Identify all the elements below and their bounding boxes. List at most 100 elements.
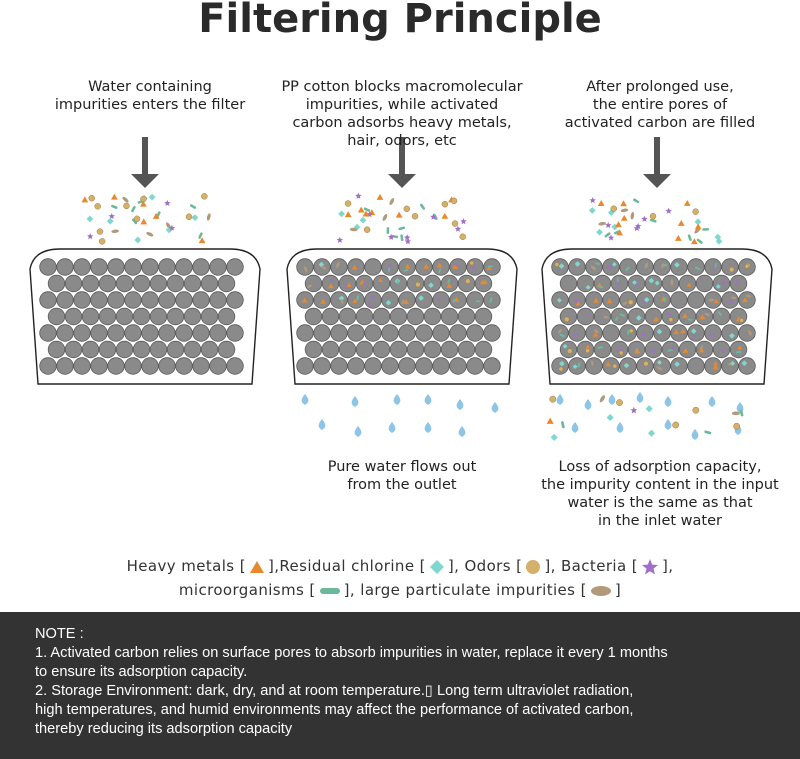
note-line-4: high temperatures, and humid environment… xyxy=(35,702,634,718)
bacteria-particle xyxy=(650,348,656,354)
carbon-granule xyxy=(636,324,654,342)
microorganism-particle xyxy=(595,262,601,265)
carbon-granule xyxy=(457,307,476,326)
carbon-granule xyxy=(372,307,391,326)
carbon-granule xyxy=(56,324,74,342)
carbon-granule xyxy=(585,357,603,375)
carbon-granule xyxy=(132,274,151,293)
carbon-granule xyxy=(389,340,408,359)
page-title: Filtering Principle xyxy=(198,0,602,42)
chlorine-particle xyxy=(632,280,637,285)
carbon-granule xyxy=(593,340,612,359)
carbon-granule xyxy=(678,274,697,293)
carbon-granule xyxy=(73,324,91,342)
odor-particle xyxy=(733,422,741,430)
heavy-metal-particle xyxy=(605,361,611,367)
carbon-granule xyxy=(568,324,586,342)
legend-bacteria-end: ], xyxy=(661,557,674,575)
odor-particle xyxy=(415,281,421,288)
carbon-granule xyxy=(217,307,236,326)
carbon-granule xyxy=(576,340,595,359)
heavy-metal-particle xyxy=(699,314,706,320)
heavy-metal-particle xyxy=(597,200,605,206)
particulate-particle xyxy=(590,360,594,366)
carbon-granule xyxy=(551,357,569,375)
chlorine-particle xyxy=(106,217,114,225)
carbon-granule xyxy=(466,324,484,342)
chlorine-particle xyxy=(338,295,345,302)
particulate-particle xyxy=(634,348,639,355)
carbon-granule xyxy=(175,258,193,276)
carbon-granule xyxy=(313,291,331,309)
heavy-metal-particle xyxy=(616,229,623,236)
carbon-granule xyxy=(73,291,91,309)
microorganism-particle xyxy=(633,198,640,204)
carbon-granule xyxy=(183,274,202,293)
odor-particle xyxy=(618,350,624,356)
carbon-granule xyxy=(721,324,739,342)
chlorine-particle xyxy=(729,333,735,339)
carbon-granule xyxy=(687,357,705,375)
carbon-granule xyxy=(355,340,374,359)
particulate-particle xyxy=(146,231,154,237)
odor-particle xyxy=(94,203,101,210)
chlorine-particle xyxy=(428,282,434,288)
bacteria-particle xyxy=(404,234,411,241)
carbon-granule xyxy=(704,357,722,375)
heavy-metal-particle xyxy=(635,349,641,354)
odor-particle xyxy=(549,395,557,403)
carbon-granule xyxy=(175,291,193,309)
legend-bacteria: ], Bacteria [ xyxy=(544,557,638,575)
odor-particle xyxy=(344,200,352,207)
carbon-granule xyxy=(115,274,134,293)
carbon-granule xyxy=(304,307,323,326)
particulate-particle xyxy=(708,298,715,302)
panel-3-top-caption: After prolonged use, the entire pores of… xyxy=(564,79,756,131)
carbon-granule xyxy=(415,357,433,375)
carbon-granule xyxy=(107,357,125,375)
microorganism-particle xyxy=(561,421,565,429)
carbon-granule xyxy=(132,307,151,326)
carbon-granule xyxy=(678,340,697,359)
water-drop-icon xyxy=(584,399,592,410)
carbon-granule xyxy=(321,307,340,326)
carbon-granule xyxy=(619,291,637,309)
carbon-granule xyxy=(712,307,731,326)
microorganism-particle xyxy=(398,226,406,231)
note-line-5: thereby reducing its adsorption capacity xyxy=(35,721,293,737)
microorganism-particle xyxy=(386,227,390,234)
heavy-metal-particle xyxy=(673,329,679,335)
carbon-granule xyxy=(124,324,142,342)
carbon-granule xyxy=(158,291,176,309)
microorganism-particle xyxy=(739,409,744,417)
carbon-granule xyxy=(209,291,227,309)
heavy-metal-particle xyxy=(712,364,719,370)
carbon-granule xyxy=(64,307,83,326)
bacteria-particle xyxy=(691,333,696,338)
carbon-granule xyxy=(39,291,57,309)
water-drop-icon xyxy=(608,394,616,405)
carbon-granule xyxy=(398,357,416,375)
microorganism-particle xyxy=(438,268,442,274)
odor-particle xyxy=(465,278,471,284)
odors-circle-icon xyxy=(526,559,541,574)
microorganism-particle xyxy=(488,265,493,268)
down-arrow-shaft xyxy=(399,137,405,176)
carbon-granule xyxy=(98,307,117,326)
heavy-metal-particle xyxy=(713,361,718,366)
carbon-granule xyxy=(141,258,159,276)
carbon-granule xyxy=(440,307,459,326)
carbon-granule xyxy=(602,291,620,309)
carbon-granule xyxy=(330,324,348,342)
chlorine-particle xyxy=(611,261,617,267)
carbon-granule xyxy=(398,291,416,309)
heavy-metal-particle xyxy=(620,214,628,221)
chlorine-particle xyxy=(656,328,663,335)
chlorine-particle xyxy=(588,207,596,214)
note-line-2: to ensure its adsorption capacity. xyxy=(35,664,248,680)
microorganism-particle xyxy=(396,279,399,285)
carbon-granule xyxy=(226,324,244,342)
legend-microorganisms: microorganisms [ xyxy=(178,581,316,599)
carbon-granule xyxy=(729,307,748,326)
carbon-granule xyxy=(372,340,391,359)
